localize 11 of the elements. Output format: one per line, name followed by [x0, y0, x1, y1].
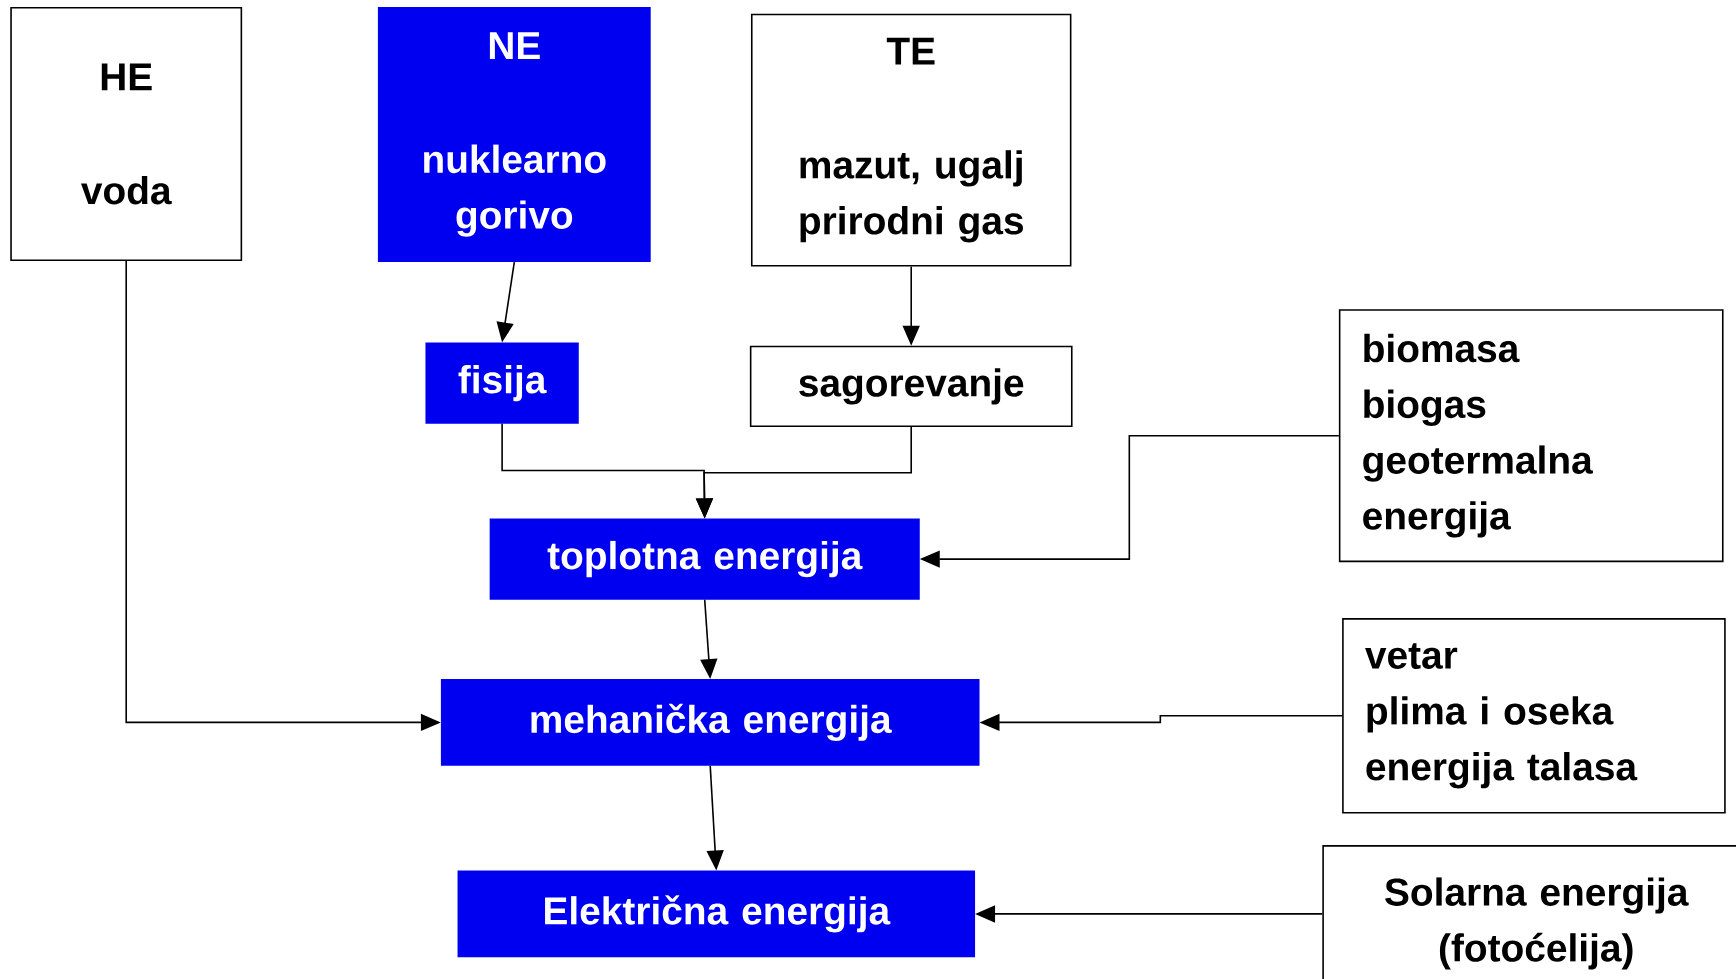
- source-box: vetar plima i oseka energija talasa: [1342, 618, 1726, 814]
- process-box: fisija: [425, 342, 579, 424]
- energy-box: mehanička energija: [440, 679, 980, 766]
- plant-box: TE mazut, ugalj prirodni gas: [750, 13, 1072, 267]
- source-box: biomasa biogas geotermalna energija: [1338, 309, 1724, 563]
- energy-box: Električna energija: [457, 870, 976, 958]
- source-box: Solarna energija (fotoćelija): [1322, 845, 1736, 979]
- process-box: sagorevanje: [749, 345, 1073, 428]
- plant-box: HE voda: [10, 7, 243, 261]
- plant-box: NE nuklearno gorivo: [377, 6, 651, 263]
- energy-box: toplotna energija: [489, 518, 920, 600]
